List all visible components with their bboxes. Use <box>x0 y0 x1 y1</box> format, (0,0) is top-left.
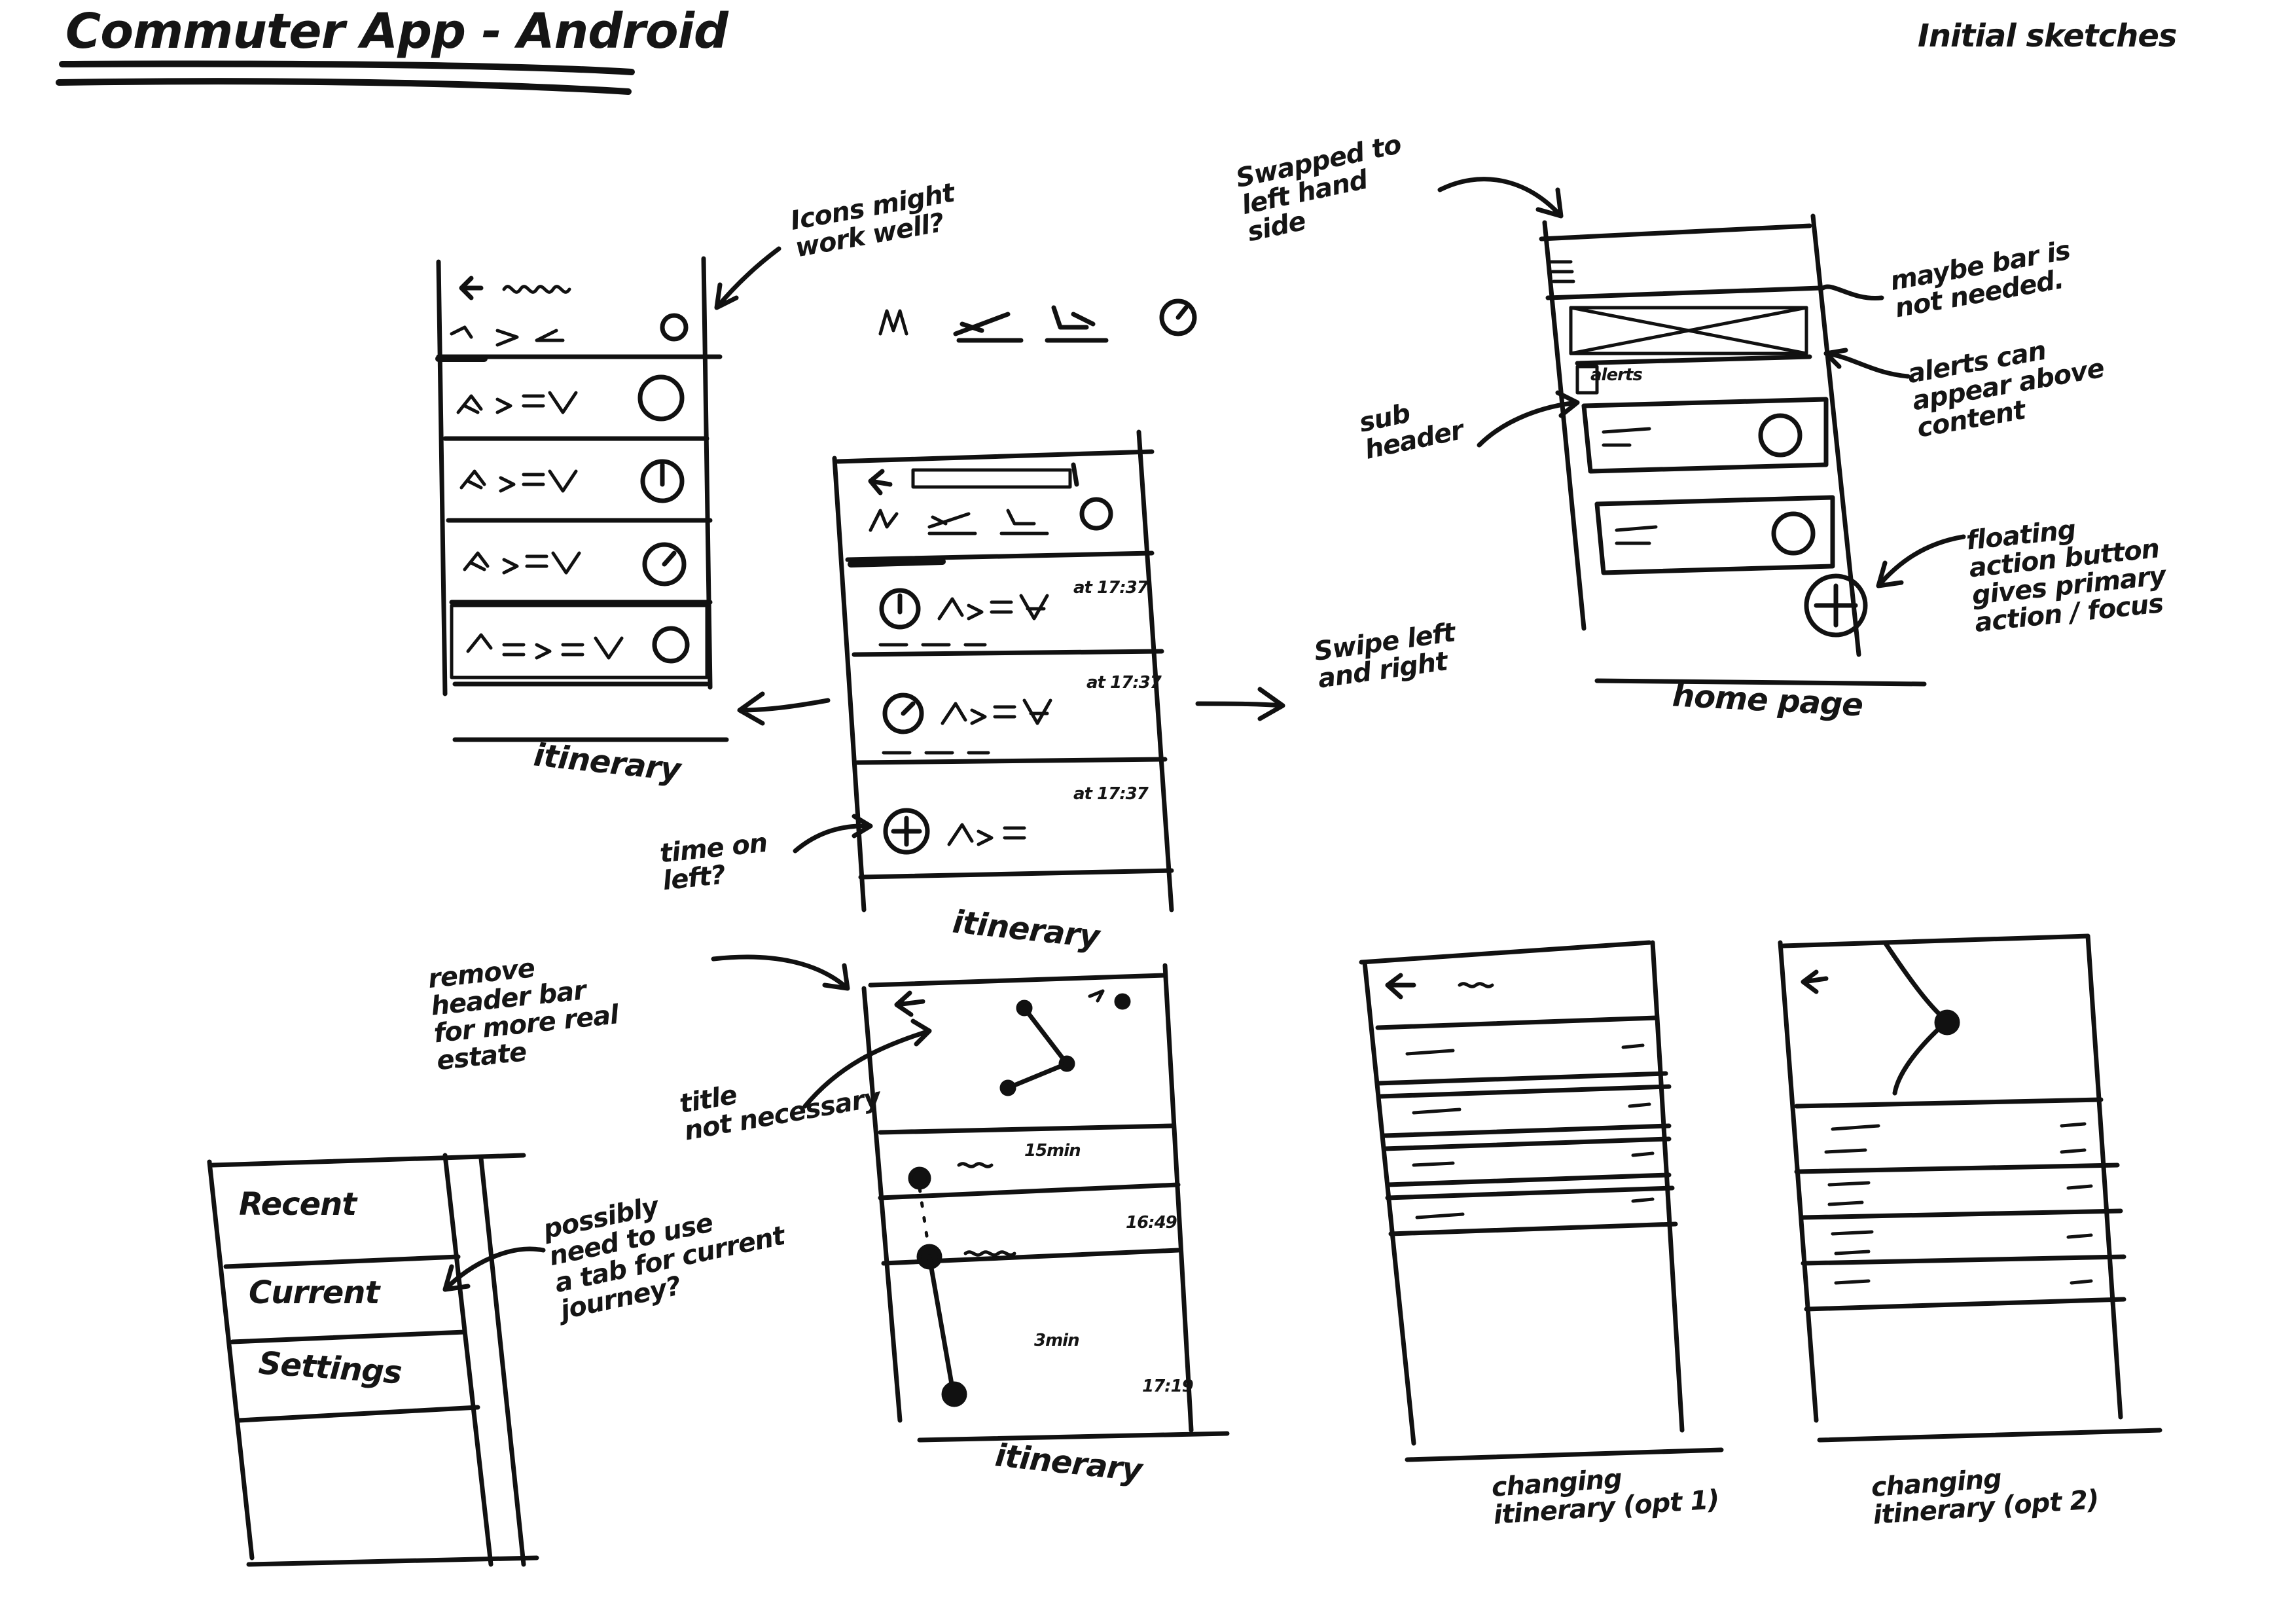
itinerary-time-3: at 17:37 <box>1073 784 1149 804</box>
phone-itinerary-center <box>832 429 1174 912</box>
phone-changing-opt1 <box>1359 940 1724 1462</box>
phone-itinerary-map <box>861 963 1230 1443</box>
drawer-menu-sketch <box>207 1153 539 1567</box>
page-title: Commuter App - Android <box>65 3 728 60</box>
drawer-item-recent[interactable]: Recent <box>239 1186 357 1223</box>
map-time-1: 16:49 <box>1126 1213 1177 1233</box>
itinerary-time-2: at 17:37 <box>1086 673 1162 693</box>
home-alert-label: alerts <box>1590 365 1643 385</box>
map-time-2: 17:19 <box>1142 1377 1194 1396</box>
map-leg-duration-2: 3min <box>1034 1331 1080 1350</box>
annotation-time-left: time on left? <box>658 827 769 897</box>
phone-itinerary-left <box>435 256 729 742</box>
icon-row <box>878 298 1197 343</box>
itinerary-time-1: at 17:37 <box>1073 578 1149 598</box>
phone-changing-opt2 <box>1778 933 2162 1443</box>
annotation-fab: floating action button gives primary act… <box>1964 514 2167 639</box>
drawer-item-current[interactable]: Current <box>249 1274 380 1311</box>
map-leg-duration: 15min <box>1024 1141 1081 1161</box>
phone-home-page <box>1539 213 1927 687</box>
annotation-remove-header: remove header bar for more real estate <box>426 953 620 1077</box>
page-subtitle: Initial sketches <box>1918 18 2177 54</box>
